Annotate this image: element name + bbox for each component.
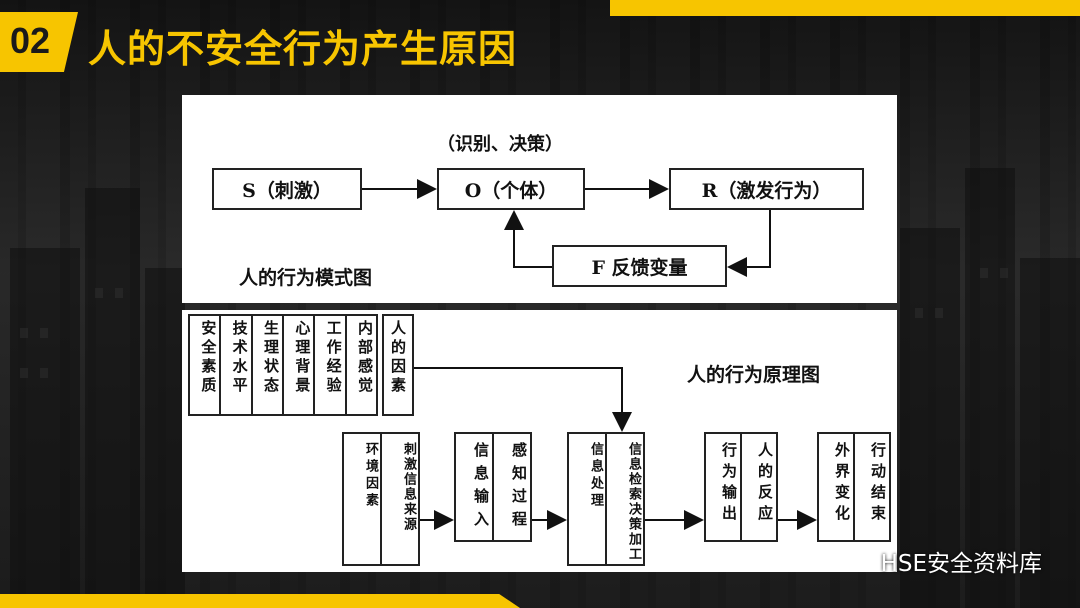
page-title: 人的不安全行为产生原因 xyxy=(88,27,518,71)
factor-psychological-background: 心理背景 xyxy=(284,316,316,414)
watermark-text: HSE安全资料库 xyxy=(880,551,1042,577)
human-reaction-label: 人的反应 xyxy=(756,442,774,526)
processing-detail-label: 信息检索决策加工 xyxy=(626,442,641,562)
environment-group: 环境因素 刺激信息来源 xyxy=(342,432,420,566)
info-processing-label: 信息处理 xyxy=(569,434,607,564)
behavior-output-label: 行为输出 xyxy=(706,434,742,540)
processing-group: 信息处理 信息检索决策加工 xyxy=(567,432,645,566)
behavior-principle-caption: 人的行为原理图 xyxy=(687,364,821,386)
individual-box: O（个体） xyxy=(437,168,585,210)
stimulus-box: S（刺激） xyxy=(212,168,362,210)
input-group: 信息输入 感知过程 xyxy=(454,432,532,542)
factors-row: 安全素质 技术水平 生理状态 心理背景 工作经验 内部感觉 xyxy=(190,316,376,414)
end-group: 外界变化 行动结束 xyxy=(817,432,891,542)
factors-group: 安全素质 技术水平 生理状态 心理背景 工作经验 内部感觉 xyxy=(188,314,378,416)
env-factor-label: 环境因素 xyxy=(344,434,382,564)
wechat-icon xyxy=(842,546,873,576)
perception-label: 感知过程 xyxy=(510,442,528,534)
diagram1-arrows xyxy=(362,179,771,277)
behavior-pattern-diagram: （识别、决策） S（刺激） O（个体） R（激发行为） F 反馈变量 人的行为模… xyxy=(182,95,897,303)
factor-skill-level: 技术水平 xyxy=(221,316,253,414)
feedback-box: F 反馈变量 xyxy=(552,245,727,287)
diagram2-arrows xyxy=(414,367,817,530)
watermark: HSE安全资料库 xyxy=(842,544,1042,578)
info-input-label: 信息输入 xyxy=(456,434,494,540)
top-accent-bar xyxy=(610,0,1080,16)
factor-internal-feeling: 内部感觉 xyxy=(355,320,374,396)
stimulus-source-label: 刺激信息来源 xyxy=(401,442,416,532)
factor-safety-quality: 安全素质 xyxy=(190,316,222,414)
behavior-pattern-caption: 人的行为模式图 xyxy=(239,267,373,289)
action-end-label: 行动结束 xyxy=(869,442,887,526)
human-factor-box: 人的因素 xyxy=(382,314,414,416)
behavior-principle-diagram: 安全素质 技术水平 生理状态 心理背景 工作经验 内部感觉 人的因素 人的行为原… xyxy=(182,310,897,572)
recognition-decision-label: （识别、决策） xyxy=(437,134,563,155)
response-box: R（激发行为） xyxy=(669,168,864,210)
factor-work-experience: 工作经验 xyxy=(315,316,347,414)
human-factor-label: 人的因素 xyxy=(389,320,407,396)
external-change-label: 外界变化 xyxy=(819,434,855,540)
section-number: 02 xyxy=(10,20,51,61)
section-number-badge xyxy=(0,12,78,72)
factor-physiological-state: 生理状态 xyxy=(253,316,284,414)
bottom-accent-bar xyxy=(0,594,520,608)
output-group: 行为输出 人的反应 xyxy=(704,432,778,542)
city-skyline-background xyxy=(10,168,1080,608)
